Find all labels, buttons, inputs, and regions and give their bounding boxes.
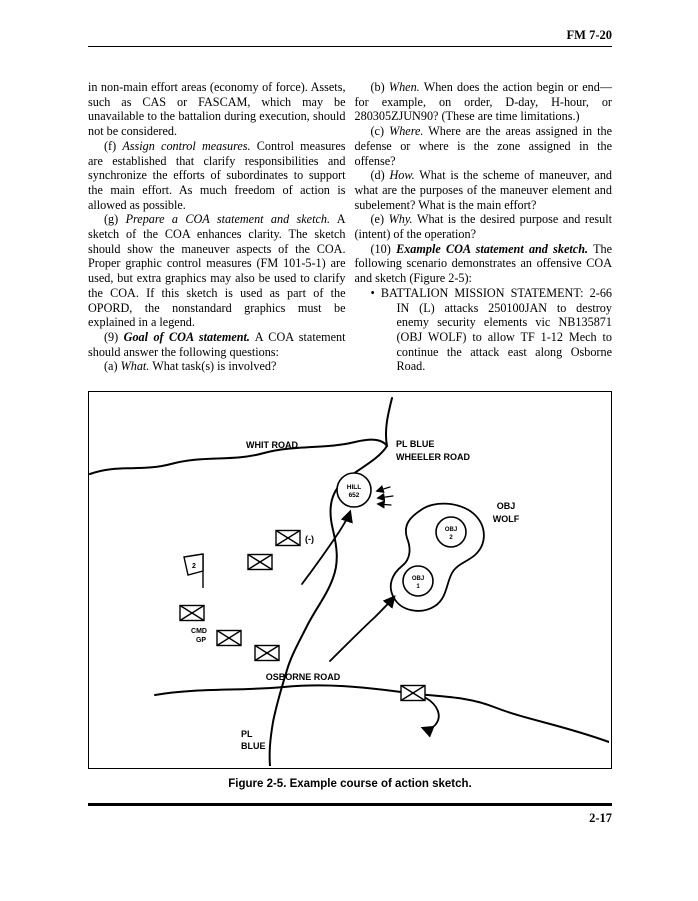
paragraph: (9) Goal of COA statement. A COA stateme… [88,330,346,359]
paragraph: (g) Prepare a COA statement and sketch. … [88,212,346,330]
run-in-heading: Example COA statement and sketch. [396,241,589,256]
figure-2-5: OBJ 2 OBJ 1 HILL 652 [88,391,612,790]
hill-label: HILL [347,484,361,491]
obj-1-circle [402,565,434,597]
hill-652-circle [336,472,372,508]
paragraph: (d) How. What is the scheme of maneuver,… [355,168,613,212]
paragraph-text: What task(s) is involved? [152,359,277,374]
obj-wolf-label-line2: WOLF [493,514,520,524]
list-label: (e) [370,212,385,227]
wheeler-road-line [384,397,393,448]
pl-blue-bottom-label-line2: BLUE [241,741,266,751]
coa-sketch-frame: OBJ 2 OBJ 1 HILL 652 [88,391,612,770]
obj-wolf-boundary [389,502,485,612]
obj-2-circle [435,516,467,548]
list-label: (g) [104,212,119,227]
paragraph-text: Where are the areas assigned in the defe… [354,124,613,168]
paragraph: (a) What. What task(s) is involved? [88,359,346,374]
page-number: 2-17 [589,811,612,826]
run-in-heading: Assign control measures. [122,138,251,153]
list-label: (a) [104,359,118,374]
obj-2-label: OBJ [445,527,457,533]
list-label: (f) [104,138,117,153]
attack-arrow-to-hill [301,509,353,585]
whit-road-line [89,438,388,476]
infantry-unit-symbol [179,604,205,622]
run-in-heading: Goal of COA statement. [123,329,250,344]
paragraph-text: What is the desired purpose and result (… [354,212,613,242]
pl-blue-top-label: PL BLUE [396,439,434,449]
paragraph-text: The following scenario demonstrates an o… [354,241,613,286]
paragraph-text: A sketch of the COA enhances clarity. Th… [88,212,346,330]
paragraph: (f) Assign control measures. Control mea… [88,139,346,213]
paragraph: in non-main effort areas (economy of for… [88,80,346,139]
paragraph-text: When does the action begin or end—for ex… [354,80,613,124]
footer-rule [88,803,612,807]
list-label: (d) [370,168,385,183]
minus-detachment-label: (-) [305,534,314,544]
paragraph-text: Control measures are established that cl… [88,138,346,212]
paragraph: (c) Where. Where are the areas assigned … [355,124,613,168]
paragraph: (e) Why. What is the desired purpose and… [355,212,613,241]
run-in-heading: Prepare a COA statement and sketch. [125,212,331,227]
run-in-heading: Where. [389,124,424,139]
list-label: (b) [370,80,385,94]
bullet-body: 2-66 IN (L) attacks 250100JAN to destroy… [396,285,613,374]
paragraph-text: What is the scheme of maneuver, and what… [354,168,613,212]
battalion-flag-symbol: 2 [183,553,204,589]
osborne-road-line [154,684,609,744]
paragraph-text: A COA statement should answer the follow… [88,329,346,359]
infantry-unit-symbol [247,553,273,571]
run-in-heading: When. [388,80,420,94]
infantry-unit-symbol [216,629,242,647]
wheeler-road-label: WHEELER ROAD [396,452,471,462]
pl-blue-bottom-label-line1: PL [241,729,253,739]
flag-number: 2 [192,563,196,570]
list-label: (10) [370,241,391,256]
run-in-heading: How. [389,168,415,183]
coa-sketch: OBJ 2 OBJ 1 HILL 652 [89,397,609,767]
enemy-withdrawal-arrow [420,697,440,738]
paragraph: (10) Example COA statement and sketch. T… [355,242,613,286]
osborne-road-label: OSBORNE ROAD [266,672,341,682]
paragraph: (b) When. When does the action begin or … [355,80,613,124]
mission-statement-bullet: • BATTALION MISSION STATEMENT: 2-66 IN (… [355,286,613,374]
doc-reference: FM 7-20 [566,28,612,42]
hill-elevation: 652 [349,492,360,499]
whit-road-label: WHIT ROAD [246,440,298,450]
cmd-gp-label-line2: GP [196,637,206,644]
header-rule [88,46,612,47]
right-column: (b) When. When does the action begin or … [355,80,613,374]
left-column: in non-main effort areas (economy of for… [88,80,346,374]
obj-1-label: OBJ [412,576,424,582]
infantry-unit-symbol [400,684,426,702]
doc-header: FM 7-20 [88,28,612,46]
obj-1-number: 1 [416,584,420,590]
list-label: (9) [104,329,119,344]
obj-2-number: 2 [449,535,453,541]
attack-arrow-to-objective [329,595,396,662]
body-columns: in non-main effort areas (economy of for… [88,80,612,374]
bullet-glyph: • [370,285,375,300]
bullet-lead: BATTALION MISSION STATEMENT: [380,285,584,300]
figure-caption: Figure 2-5. Example course of action ske… [228,778,472,791]
paragraph-text: in non-main effort areas (economy of for… [88,80,346,139]
infantry-unit-symbol [254,644,280,662]
obj-wolf-label-line1: OBJ [497,501,516,511]
assault-arrows-icon [375,485,394,509]
list-label: (c) [370,124,385,139]
cmd-gp-label-line1: CMD [191,628,207,635]
run-in-heading: What. [120,359,150,374]
run-in-heading: Why. [388,212,413,227]
infantry-unit-symbol [275,529,301,547]
